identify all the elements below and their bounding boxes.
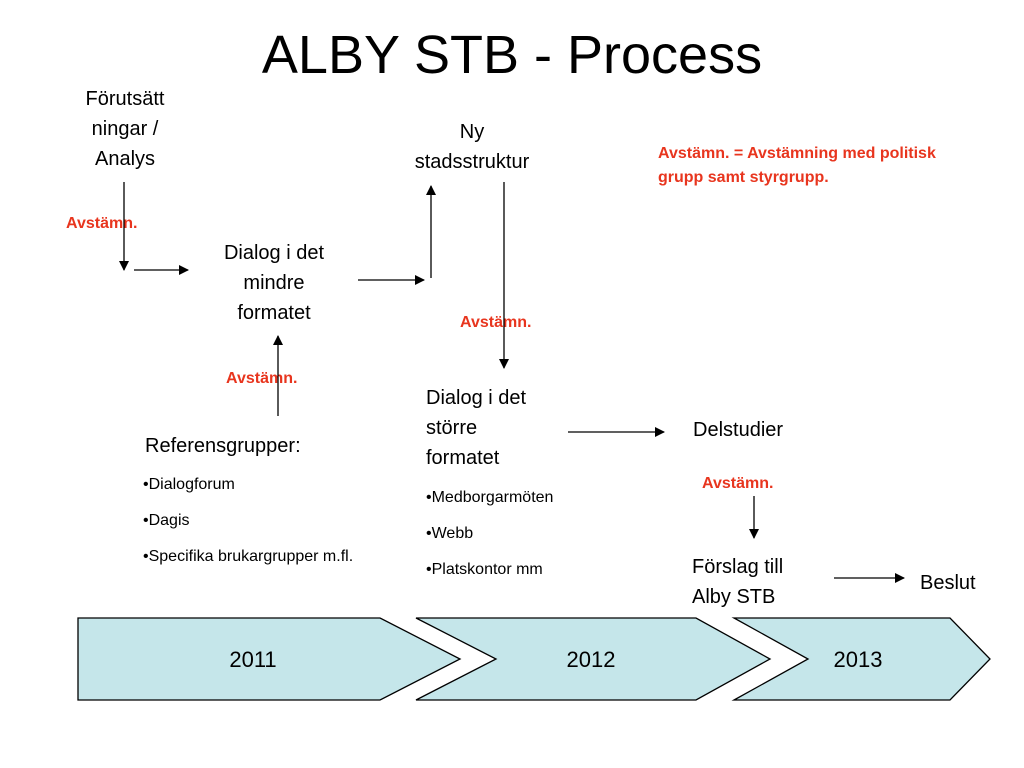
node-delstudier: Delstudier	[693, 419, 784, 441]
node-dialog-storre: Dialog i det större formatet	[426, 383, 576, 473]
node-beslut: Beslut	[920, 572, 976, 594]
node-dialog-mindre: Dialog i det mindre formatet	[200, 238, 348, 328]
node-forslag-line-1: Förslag till	[692, 556, 784, 578]
referensgrupper-heading: Referensgrupper:	[145, 435, 301, 457]
timeline-chevron-2011	[77, 617, 462, 701]
node-forslag-line-2: Alby STB	[692, 586, 776, 608]
avstamn-label-4: Avstämn.	[702, 475, 774, 492]
timeline-year-2013: 2013	[834, 647, 883, 672]
referensgrupper-item: •Dagis	[143, 512, 190, 529]
node-dialog-mindre-line-2: mindre	[243, 272, 305, 294]
dialog-storre-item: •Medborgarmöten	[426, 489, 554, 506]
referensgrupper-item: •Dialogforum	[143, 476, 235, 493]
node-dialog-storre-line-1: Dialog i det	[426, 387, 527, 409]
referensgrupper-item: •Specifika brukargrupper m.fl.	[143, 548, 354, 565]
node-forslag: Förslag till Alby STB	[692, 552, 783, 612]
node-ny-stadsstruktur-line-1: Ny	[459, 121, 485, 143]
node-forutsattningar-line-3: Analys	[94, 148, 156, 170]
legend-note: Avstämn. = Avstämning med politisk grupp…	[658, 145, 936, 186]
node-ny-stadsstruktur-line-2: stadsstruktur	[414, 151, 530, 173]
referensgrupper-list: •Dialogforum •Dagis •Specifika brukargru…	[143, 467, 353, 575]
dialog-storre-item: •Platskontor mm	[426, 561, 543, 578]
node-dialog-storre-line-2: större	[426, 417, 478, 439]
timeline-chevron-2012	[415, 617, 772, 701]
node-dialog-mindre-line-1: Dialog i det	[223, 242, 325, 264]
timeline-year-2012: 2012	[567, 647, 616, 672]
avstamn-label-2: Avstämn.	[460, 314, 532, 331]
node-dialog-mindre-line-3: formatet	[237, 302, 311, 324]
node-forutsattningar-line-2: ningar /	[91, 118, 159, 140]
avstamn-label-1: Avstämn.	[66, 215, 138, 232]
node-forutsattningar: Förutsätt ningar / Analys	[60, 84, 190, 174]
node-forutsattningar-line-1: Förutsätt	[85, 88, 165, 110]
dialog-storre-item: •Webb	[426, 525, 474, 542]
node-ny-stadsstruktur: Ny stadsstruktur	[390, 117, 554, 177]
timeline-chevron-2013	[731, 617, 991, 701]
page-title: ALBY STB - Process	[261, 25, 763, 85]
avstamn-label-3: Avstämn.	[226, 370, 298, 387]
timeline-year-2011: 2011	[229, 647, 276, 672]
node-dialog-storre-line-3: formatet	[426, 447, 500, 469]
dialog-storre-list: •Medborgarmöten •Webb •Platskontor mm	[426, 480, 553, 588]
timeline: 2011 2012 2013	[77, 617, 991, 701]
